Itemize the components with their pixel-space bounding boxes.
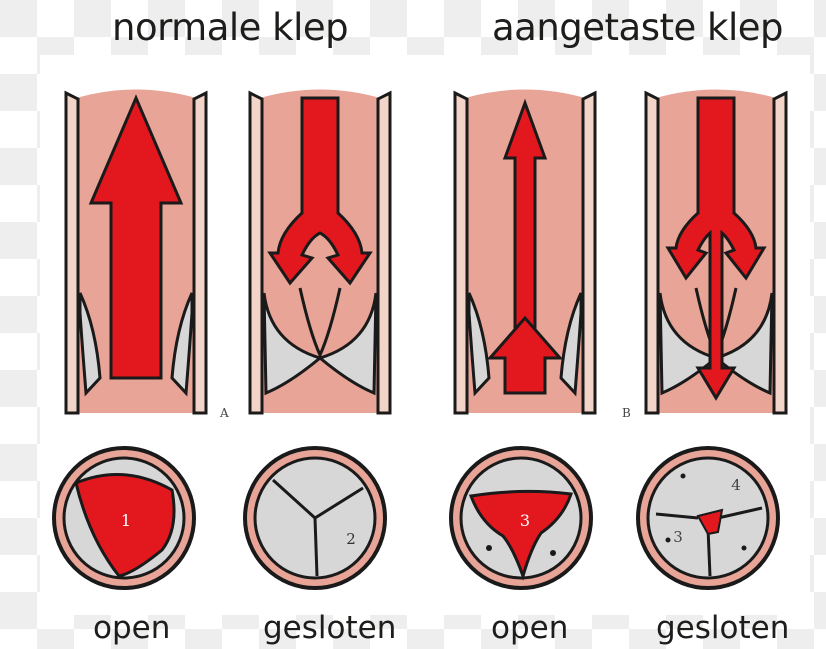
valve-top-view-closed: 2 [245, 448, 385, 588]
vessel-normal-closed [250, 90, 390, 414]
vessel-normal-open [66, 90, 206, 414]
valve-number: 1 [121, 511, 131, 530]
valve-number: 3 [673, 528, 683, 546]
caption-affected-open: open [491, 610, 568, 646]
valve-top-view-open: 1 [54, 448, 194, 588]
panel-letter-b: B [622, 406, 631, 420]
caption-affected-closed: gesloten [656, 610, 789, 646]
panel-letter-a: A [220, 406, 229, 420]
vessel-affected-closed [646, 90, 786, 414]
valve-number: 3 [520, 511, 530, 530]
valve-top-view-affected-open: 3 [451, 448, 591, 588]
valve-number: 2 [346, 530, 356, 548]
caption-normal-closed: gesloten [263, 610, 396, 646]
valve-top-view-affected-closed: 4 3 [638, 448, 778, 588]
vessel-affected-open [455, 90, 595, 414]
valve-number: 4 [731, 476, 741, 494]
caption-normal-open: open [93, 610, 170, 646]
